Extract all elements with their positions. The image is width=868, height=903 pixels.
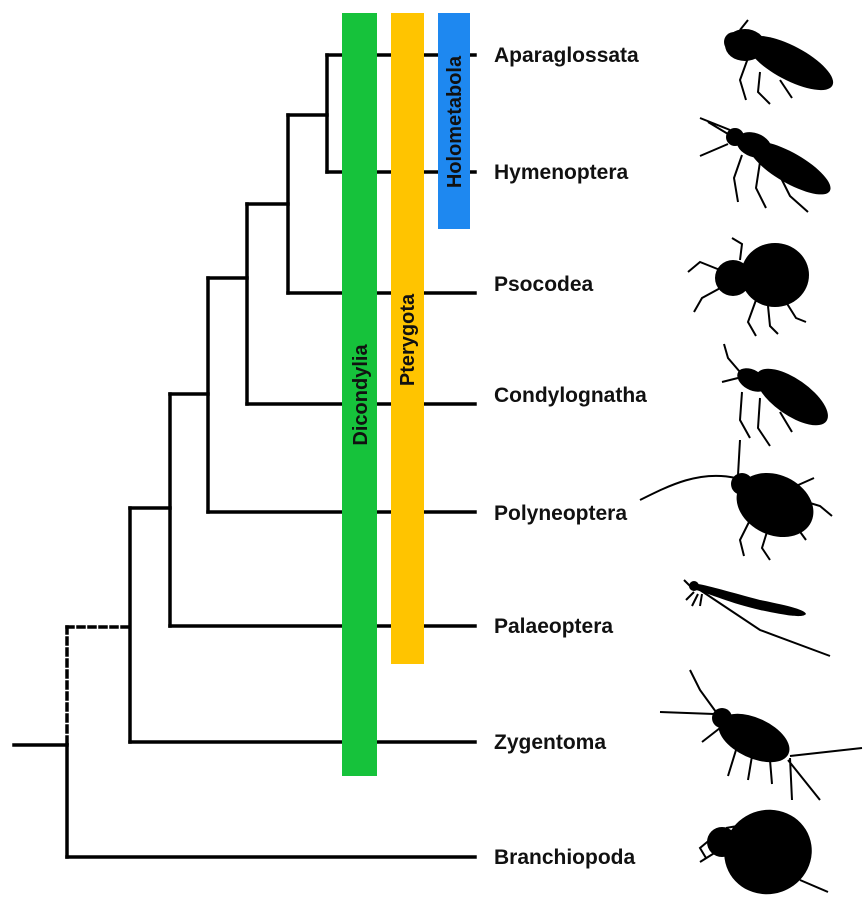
water-flea-icon [700, 797, 828, 903]
dicondylia-label: Dicondylia [350, 344, 372, 446]
sawfly-icon [700, 118, 837, 212]
holometabola-label: Holometabola [444, 55, 466, 188]
taxon-label-zygentoma: Zygentoma [494, 731, 606, 754]
pterygota-label: Pterygota [397, 293, 419, 386]
taxon-label-polyneoptera: Polyneoptera [494, 502, 627, 525]
cockroach-icon [640, 440, 832, 560]
taxon-label-psocodea: Psocodea [494, 273, 594, 296]
damselfly-icon [684, 580, 830, 656]
clade-bars: Dicondylia Pterygota Holometabola [342, 13, 470, 776]
taxon-label-hymenoptera: Hymenoptera [494, 161, 629, 184]
beetle-icon [724, 20, 840, 104]
taxon-label-condylognatha: Condylognatha [494, 384, 647, 407]
taxon-label-aparaglossata: Aparaglossata [494, 44, 639, 67]
true-bug-icon [722, 344, 837, 446]
tip-labels: Aparaglossata Hymenoptera Psocodea Condy… [494, 44, 647, 869]
silverfish-icon [660, 670, 862, 800]
louse-icon [688, 238, 809, 336]
taxon-label-palaeoptera: Palaeoptera [494, 615, 613, 638]
taxon-label-branchiopoda: Branchiopoda [494, 846, 635, 869]
